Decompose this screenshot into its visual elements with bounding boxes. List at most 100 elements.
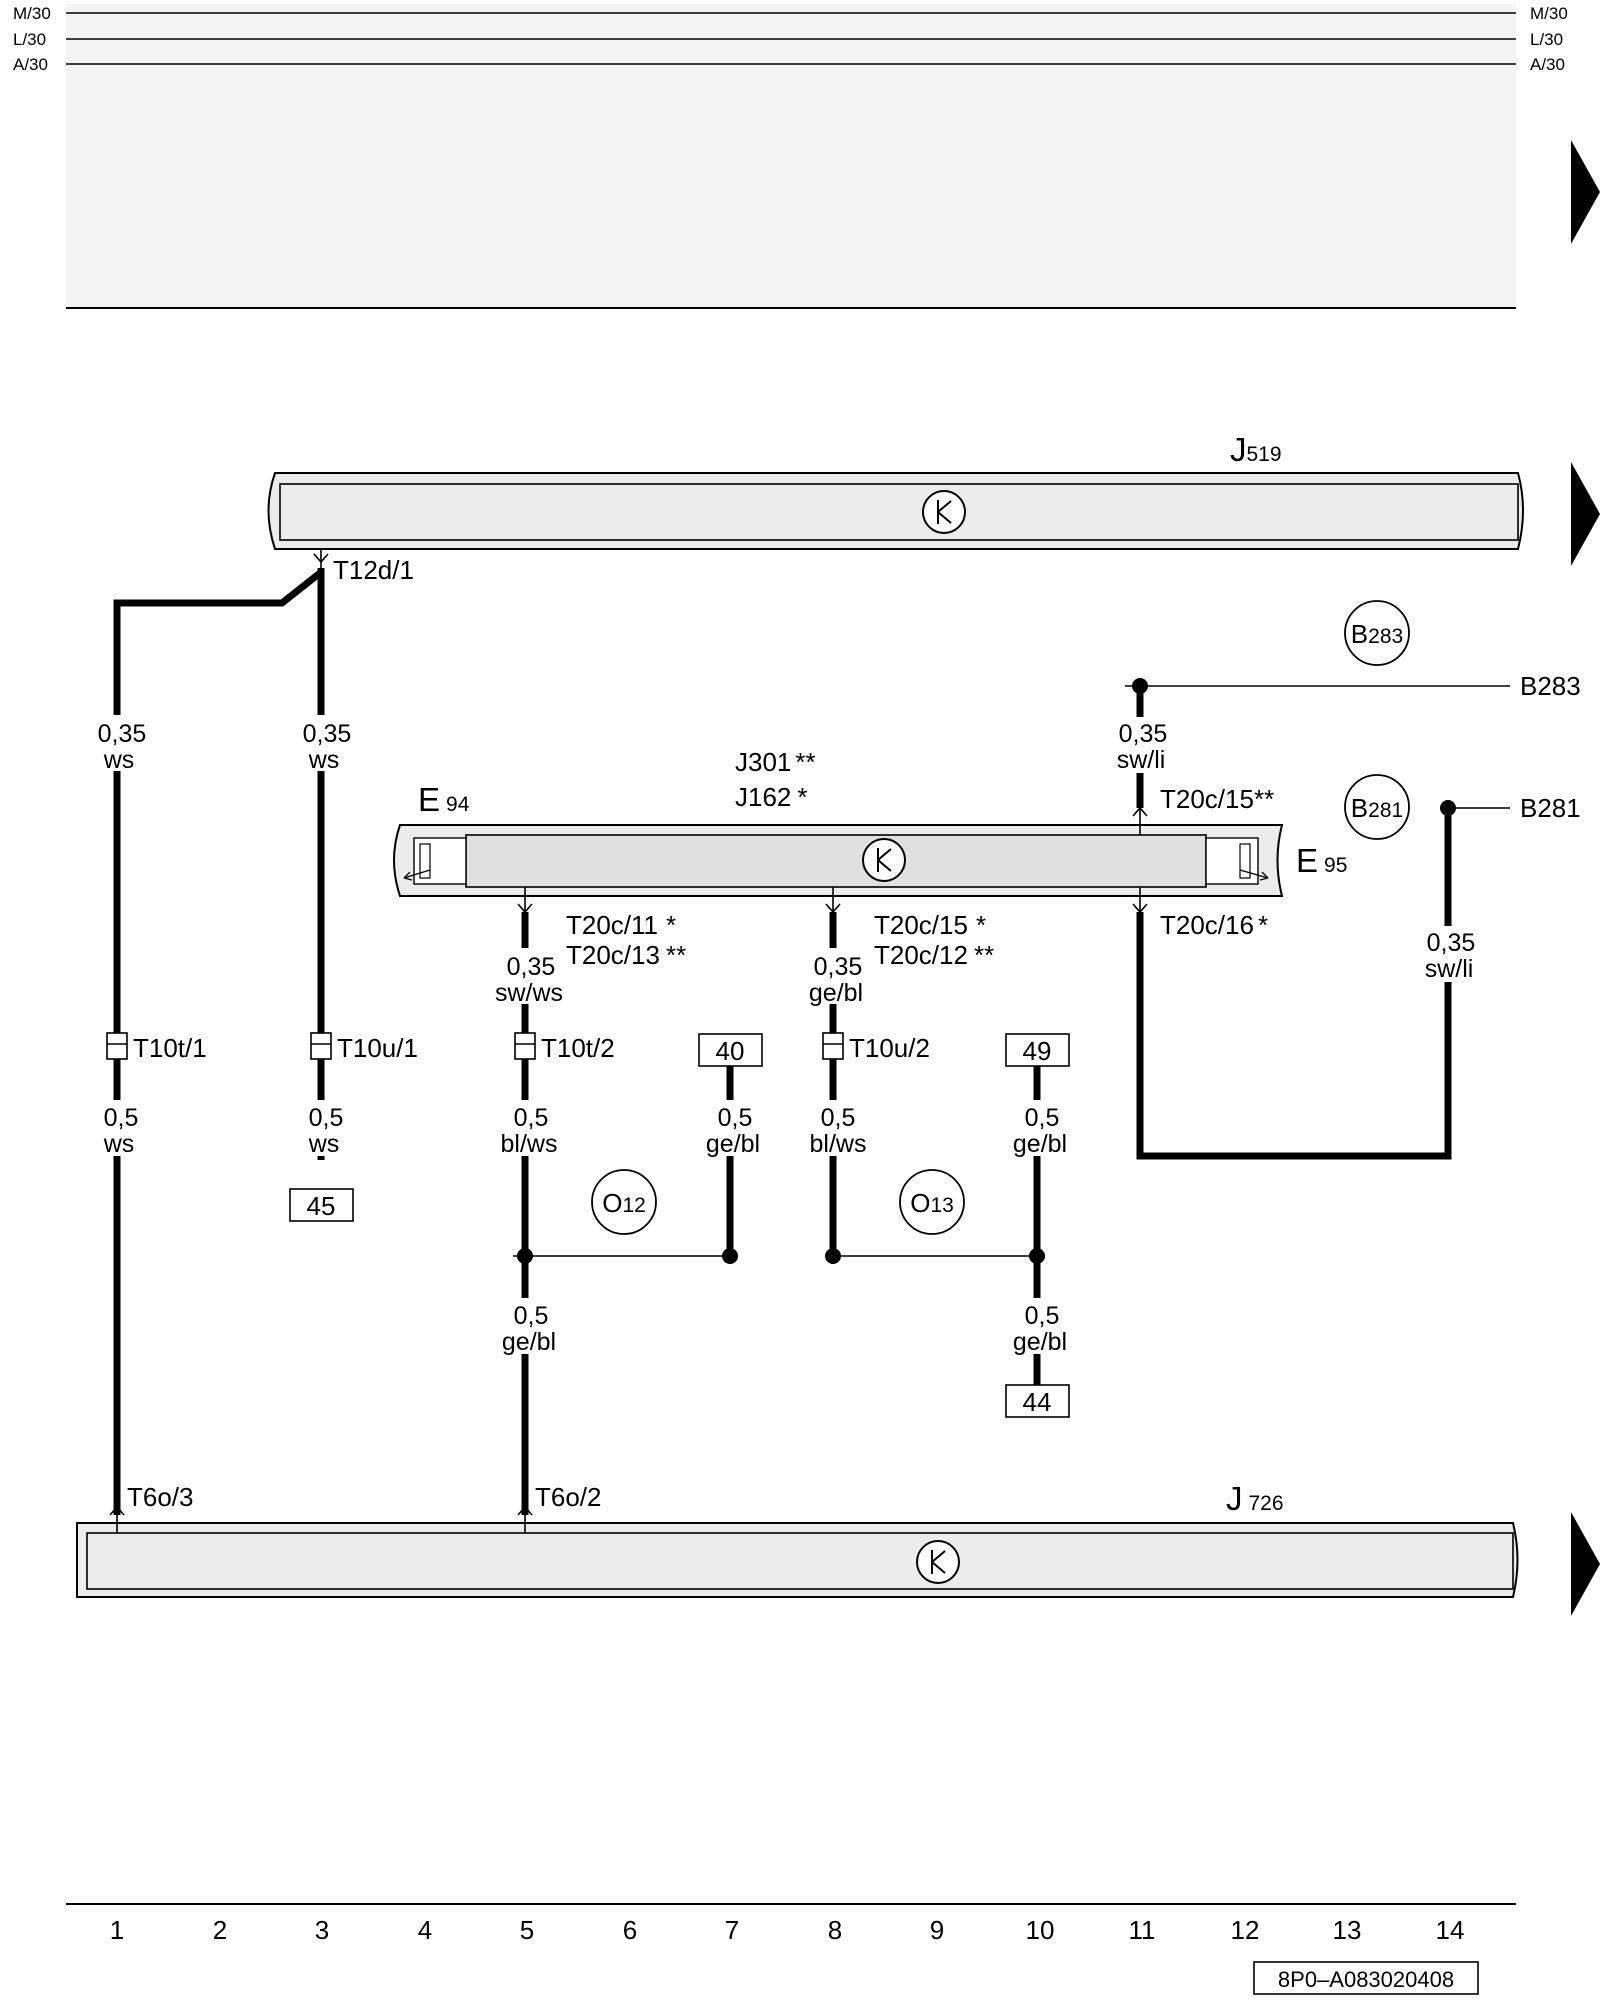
j162-can-symbol — [862, 838, 906, 882]
j519-inner — [279, 483, 1519, 541]
wire-label-backgrounds — [92, 715, 1478, 1354]
pin-mark-t20c16 — [1132, 903, 1148, 914]
rail-area-background — [66, 4, 1516, 308]
wire-color-col8-mid: bl/ws — [810, 1130, 867, 1158]
wire-color-col10: ge/bl — [1013, 1130, 1067, 1158]
offpage-b281: B281 — [1520, 793, 1581, 823]
ref-44: 44 — [1023, 1387, 1052, 1417]
wire-size-col10: 0,5 — [1025, 1104, 1060, 1132]
power-rails: M/30 L/30 A/30 M/30 L/30 A/30 — [13, 4, 1568, 309]
footer-code: 8P0–A083020408 — [1278, 1967, 1454, 1992]
wire-color-col10-bot: ge/bl — [1013, 1328, 1067, 1356]
splice-points — [517, 678, 1456, 1264]
splice-dot-b283 — [1132, 678, 1148, 694]
connector-t10t-1: T10t/1 — [133, 1033, 207, 1063]
ref-box-49 — [1005, 1033, 1070, 1067]
wire-size-col14: 0,35 — [1427, 929, 1476, 957]
connector-t20c-15-a: T20c/15* — [874, 910, 986, 940]
connector-symbol-t10t1 — [106, 1032, 128, 1060]
j726-housing — [76, 1522, 1519, 1598]
reference-boxes: 45 40 49 44 — [289, 1033, 1070, 1418]
pin-mark-t20c11 — [517, 903, 533, 914]
column-number: 13 — [1333, 1915, 1362, 1945]
connector-t20c-12: T20c/12** — [874, 940, 994, 970]
j519-housing — [267, 472, 1524, 550]
wire-color-col1-top: ws — [103, 746, 135, 774]
ref-box-44 — [1005, 1384, 1070, 1418]
wire-size-col7: 0,5 — [718, 1104, 753, 1132]
j519-control-unit: J519 — [267, 431, 1524, 550]
splice-dot-col5 — [517, 1248, 533, 1264]
splice-dot-b281 — [1440, 800, 1456, 816]
connector-symbol-t10u2 — [822, 1032, 844, 1060]
connector-t6o-3: T6o/3 — [127, 1482, 194, 1512]
column-number: 14 — [1436, 1915, 1465, 1945]
splice-b281-circle — [1344, 774, 1410, 840]
ref-40: 40 — [716, 1036, 745, 1066]
wire-color-col5-top: sw/ws — [495, 979, 563, 1007]
wire-color-col14: sw/li — [1425, 955, 1474, 983]
connector-t6o-2: T6o/2 — [535, 1482, 602, 1512]
pin-mark-t20c15a — [825, 903, 841, 914]
column-number: 8 — [828, 1915, 842, 1945]
column-number: 6 — [623, 1915, 637, 1945]
wire-color-col1-bot: ws — [103, 1130, 135, 1158]
wire-size-col8-mid: 0,5 — [821, 1104, 856, 1132]
e94-switch-contact — [419, 843, 431, 879]
j519-label: J519 — [1230, 431, 1282, 468]
splice-o13-circle — [899, 1169, 965, 1235]
splice-o12-label: O12 — [602, 1188, 646, 1218]
column-number: 7 — [725, 1915, 739, 1945]
wire-size-col5-top: 0,35 — [507, 953, 556, 981]
offpage-b283: B283 — [1520, 671, 1581, 701]
ref-49: 49 — [1023, 1036, 1052, 1066]
connector-t12d-1: T12d/1 — [333, 555, 414, 585]
wire-size-col3-bot: 0,5 — [309, 1104, 344, 1132]
j162-can-glyph — [877, 848, 892, 872]
connector-t10u-2: T10u/2 — [849, 1033, 930, 1063]
splice-dot-col7 — [722, 1248, 738, 1264]
footer-code-box — [1253, 1961, 1479, 1995]
wire-color-col5-bot: ge/bl — [502, 1328, 556, 1356]
wire-size-col1-top: 0,35 — [98, 720, 147, 748]
e95-switch-arrow — [1239, 869, 1269, 881]
continue-arrow-j519 — [1571, 462, 1600, 566]
j726-can-symbol — [916, 1540, 960, 1584]
j162-label: J162* — [735, 782, 808, 812]
splice-o12-circle — [591, 1169, 657, 1235]
ref-box-40 — [698, 1033, 763, 1067]
ref-45: 45 — [307, 1191, 336, 1221]
continue-arrow-top — [1571, 140, 1600, 244]
wire-size-col3-top: 0,35 — [303, 720, 352, 748]
wire-color-col7: ge/bl — [706, 1130, 760, 1158]
j519-can-symbol — [922, 490, 966, 534]
column-number: 1 — [110, 1915, 124, 1945]
rail-label-left-a30: A/30 — [13, 55, 48, 74]
column-number: 10 — [1026, 1915, 1055, 1945]
splice-b281-label: B281 — [1351, 793, 1403, 823]
j162-box — [465, 834, 1207, 888]
connector-t20c-15-b: T20c/15** — [1160, 784, 1274, 814]
column-number: 3 — [315, 1915, 329, 1945]
wire-size-col1-bot: 0,5 — [104, 1104, 139, 1132]
rail-label-right-a30: A/30 — [1530, 55, 1565, 74]
splice-b283-circle — [1344, 600, 1410, 666]
splice-dot-col10 — [1029, 1248, 1045, 1264]
splice-o13-label: O13 — [910, 1188, 954, 1218]
wire-size-col11: 0,35 — [1119, 720, 1168, 748]
connector-labels: T12d/1 T10t/1 T10u/1 T10t/2 T10u/2 T20c/… — [127, 555, 1274, 1512]
connector-symbol-t10t2 — [514, 1032, 536, 1060]
wire-color-col3-top: ws — [308, 746, 340, 774]
rail-label-right-m30: M/30 — [1530, 4, 1568, 23]
wire-labels: 0,35 ws 0,35 ws 0,5 ws 0,5 ws 0,35 sw/ws… — [98, 720, 1476, 1356]
pin-mark-t6o3 — [109, 1505, 125, 1516]
wire-color-col5-mid: bl/ws — [501, 1130, 558, 1158]
column-ruler: 1 2 3 4 5 6 7 8 9 10 11 12 13 14 — [66, 1903, 1516, 1945]
j726-can-glyph — [931, 1550, 946, 1574]
wire-size-col5-mid: 0,5 — [514, 1104, 549, 1132]
inline-connectors — [106, 1032, 844, 1060]
wire-color-col3-bot: ws — [308, 1130, 340, 1158]
